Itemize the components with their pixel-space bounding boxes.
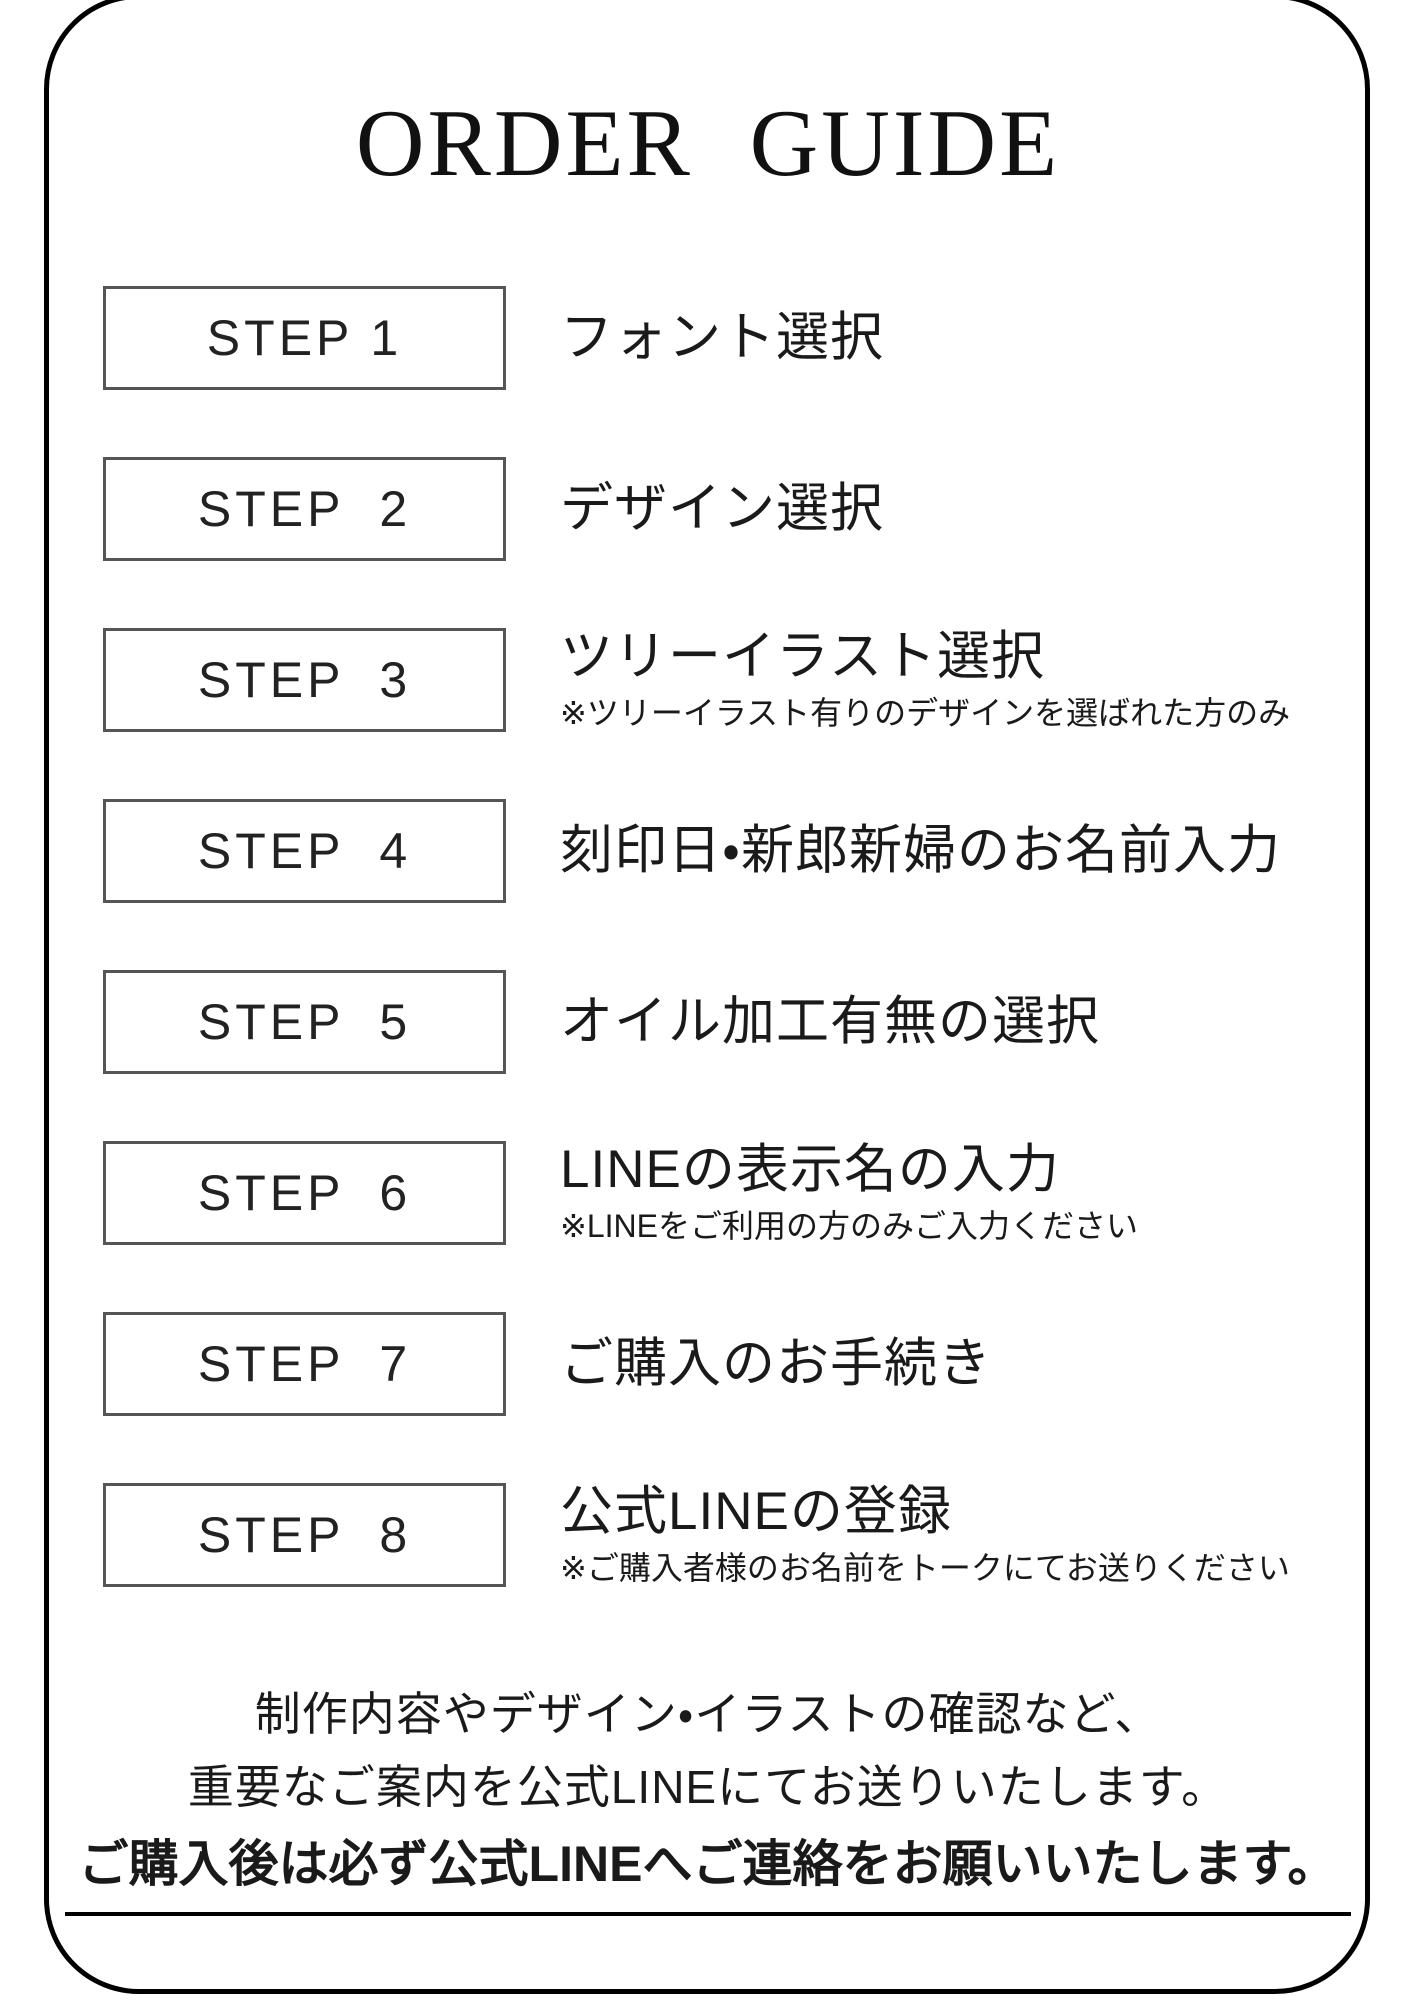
step-2-text: デザイン選択 [560, 479, 884, 539]
step-row-6: STEP 6 LINEの表示名の入力 ※LINEをご利用の方のみご入力ください [103, 1140, 1138, 1246]
step-8-box: STEP 8 [103, 1483, 506, 1587]
step-1-box: STEP 1 [103, 286, 506, 390]
step-row-4: STEP 4 刻印日・新郎新婦のお名前入力 [103, 799, 1281, 903]
step-1-label: フォント選択 [560, 308, 884, 367]
step-8-text: 公式LINEの登録 ※ご購入者様のお名前をトークにてお送りください [560, 1482, 1290, 1588]
step-7-label: ご購入のお手続き [560, 1334, 992, 1393]
step-1-text: フォント選択 [560, 308, 884, 368]
step-row-1: STEP 1 フォント選択 [103, 286, 884, 390]
step-row-8: STEP 8 公式LINEの登録 ※ご購入者様のお名前をトークにてお送りください [103, 1482, 1290, 1588]
step-3-box-label: STEP 3 [197, 652, 412, 708]
step-3-box: STEP 3 [103, 628, 506, 732]
step-4-box-label: STEP 4 [197, 823, 412, 879]
footer-line-2: 重要なご案内を公式LINEにてお送りいたします。 [187, 1761, 1229, 1813]
footer-line-3: ご購入後は必ず公式LINEへご連絡をお願いいたします。 [46, 1826, 1370, 1916]
step-row-5: STEP 5 オイル加工有無の選択 [103, 970, 1100, 1074]
step-4-label: 刻印日・新郎新婦のお名前入力 [560, 821, 1282, 880]
step-row-3: STEP 3 ツリーイラスト選択 ※ツリーイラスト有りのデザインを選ばれた方のみ [103, 627, 1290, 733]
step-2-box-label: STEP 2 [197, 481, 412, 537]
footer-line-1: 制作内容やデザイン・イラストの確認など、 [254, 1688, 1162, 1740]
step-6-box-label: STEP 6 [197, 1165, 412, 1221]
step-row-7: STEP 7 ご購入のお手続き [103, 1312, 992, 1416]
step-4-box: STEP 4 [103, 799, 506, 903]
step-5-box-label: STEP 5 [197, 994, 412, 1050]
footer-notice: 制作内容やデザイン・イラストの確認など、 重要なご案内を公式LINEにてお送りい… [46, 1678, 1370, 1916]
step-1-box-label: STEP 1 [206, 310, 403, 366]
step-5-box: STEP 5 [103, 970, 506, 1074]
step-4-text: 刻印日・新郎新婦のお名前入力 [560, 821, 1281, 881]
step-6-note: ※LINEをご利用の方のみご入力ください [560, 1208, 1138, 1244]
step-8-note: ※ご購入者様のお名前をトークにてお送りください [560, 1550, 1290, 1586]
step-6-text: LINEの表示名の入力 ※LINEをご利用の方のみご入力ください [560, 1140, 1138, 1246]
page-title: ORDER GUIDE [355, 90, 1061, 196]
step-3-note: ※ツリーイラスト有りのデザインを選ばれた方のみ [560, 695, 1291, 731]
step-8-label: 公式LINEの登録 [560, 1482, 952, 1541]
step-3-text: ツリーイラスト選択 ※ツリーイラスト有りのデザインを選ばれた方のみ [560, 627, 1290, 733]
step-5-label: オイル加工有無の選択 [560, 992, 1100, 1051]
footer-line-3-underlined-text: ご購入後は必ず公式LINEへご連絡をお願いいたします。 [64, 1826, 1352, 1916]
step-5-text: オイル加工有無の選択 [560, 992, 1100, 1052]
step-3-label: ツリーイラスト選択 [560, 627, 1045, 686]
step-2-label: デザイン選択 [560, 479, 884, 538]
step-7-text: ご購入のお手続き [560, 1334, 992, 1394]
step-6-box: STEP 6 [103, 1141, 506, 1245]
step-6-label: LINEの表示名の入力 [560, 1140, 1060, 1199]
step-8-box-label: STEP 8 [197, 1507, 412, 1563]
step-row-2: STEP 2 デザイン選択 [103, 457, 884, 561]
step-7-box: STEP 7 [103, 1312, 506, 1416]
step-7-box-label: STEP 7 [197, 1336, 412, 1392]
step-2-box: STEP 2 [103, 457, 506, 561]
